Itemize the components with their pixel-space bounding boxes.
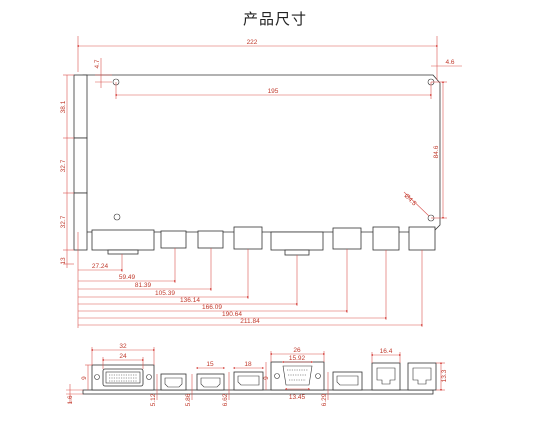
front-board	[82, 389, 434, 395]
dim-hdmi2-width: 15	[206, 361, 214, 368]
dim-hole-offset-right: 4.6	[445, 59, 454, 66]
dim-left-segment-2: 32.7	[60, 159, 67, 172]
conn-dp-1	[233, 226, 263, 250]
conn-hdmi-2	[197, 230, 224, 249]
conn-vga-base	[284, 249, 310, 256]
dim-vga-inner: 15.92	[289, 355, 306, 362]
front-dvi-connector	[91, 364, 155, 391]
conn-dvi-base	[107, 249, 139, 255]
dim-left-segment-1: 38.1	[60, 100, 67, 113]
dim-hole-offset-top: 4.7	[94, 59, 101, 68]
conn-vga	[270, 231, 324, 251]
top-view: 222 4.7 4.6 195 84.6 Ø4.5 38.1 32.7 32.7	[60, 36, 462, 328]
connector-positions: 27.24 59.49 81.39 105.39 136.14 166.09 1…	[78, 248, 424, 327]
front-hdmi-connector-2	[196, 373, 225, 391]
dim-dp2-height: 6.29	[321, 393, 328, 406]
page-title: 产品尺寸	[242, 10, 307, 28]
dim-pos-8: 211.84	[240, 318, 260, 325]
dim-vga-height: 9	[263, 376, 270, 380]
dim-dvi-outer: 32	[119, 343, 127, 350]
dim-board-thickness: 1.6	[67, 395, 74, 404]
dim-pos-2: 59.49	[119, 274, 136, 281]
dim-pos-5: 136.14	[180, 297, 200, 304]
dim-vga-outer: 26	[293, 347, 301, 354]
dim-overall-width: 222	[247, 39, 258, 46]
board-outline	[82, 74, 441, 233]
dim-pos-7: 190.64	[222, 311, 242, 318]
dim-dvi-height: 9	[81, 376, 88, 380]
dim-left-segment-3: 32.7	[60, 215, 67, 228]
conn-dvi	[91, 229, 155, 251]
dim-hole-spacing: 195	[268, 88, 279, 95]
front-rj45-connector-2	[407, 362, 437, 391]
front-vga-connector	[270, 361, 325, 391]
dim-pos-1: 27.24	[92, 263, 109, 270]
dim-pos-6: 166.09	[202, 304, 222, 311]
conn-hdmi-1	[160, 230, 187, 249]
front-rj45-connector-1	[371, 362, 401, 391]
left-block-2	[73, 137, 88, 194]
conn-dp-2	[332, 227, 362, 250]
dim-hole-vertical: 84.6	[433, 145, 440, 158]
left-block-1	[73, 74, 88, 139]
mount-hole-left	[113, 213, 121, 221]
front-view: 32 24 9 1.6 5.12 15 5.86 18 6.62 26 15.9…	[66, 343, 448, 406]
dim-pos-3: 81.39	[135, 282, 152, 289]
dim-dvi-inner: 24	[119, 353, 127, 360]
left-block-3	[73, 192, 88, 251]
conn-rj45-1	[372, 226, 400, 251]
dim-hdmi1-height: 5.12	[150, 393, 157, 406]
dim-dp1-height: 6.62	[222, 393, 229, 406]
dim-vga-bottom: 13.45	[289, 394, 306, 401]
front-dp-connector-2	[332, 371, 363, 391]
front-dp-connector-1	[233, 371, 264, 391]
dim-rj45-height: 13.3	[441, 369, 448, 382]
front-hdmi-connector-1	[160, 373, 187, 391]
dim-rj45-width: 16.4	[380, 348, 393, 355]
dim-bottom-offset: 13	[60, 257, 67, 265]
conn-rj45-2	[408, 226, 436, 251]
dim-dp1-width: 18	[244, 361, 252, 368]
dim-hdmi2-height: 5.86	[185, 393, 192, 406]
dim-pos-4: 105.39	[155, 290, 175, 297]
